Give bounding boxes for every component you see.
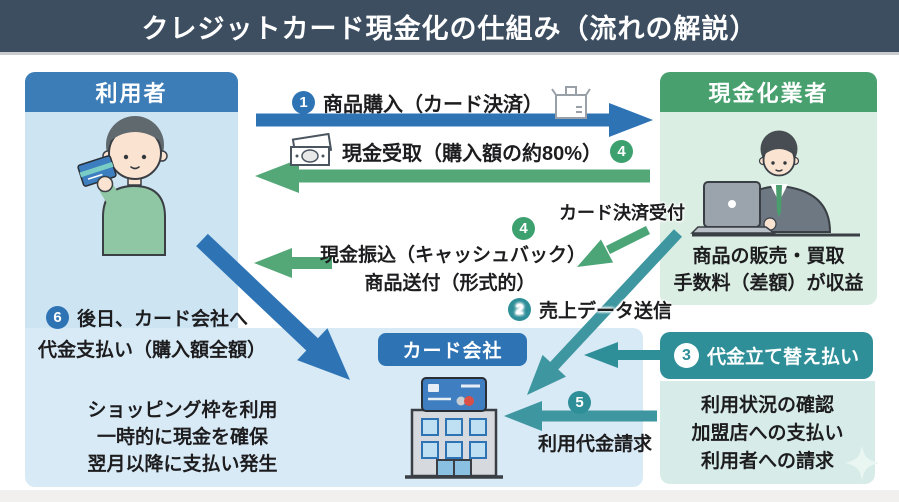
vendor-panel-title: 現金化業者	[708, 81, 829, 106]
arrow-step4-cash-receive	[255, 159, 650, 193]
user-illustration	[77, 116, 168, 256]
arrow-card-accept	[577, 225, 651, 267]
arrow-step4-cash-transfer	[254, 248, 332, 278]
user-summary: ショッピング枠を利用 一時的に現金を確保 翌月以降に支払い発生	[40, 397, 325, 478]
step2-circle: 2	[508, 298, 531, 321]
step3-circle: 3	[673, 343, 699, 368]
arrow-step2-sales-data	[527, 229, 683, 395]
arrow-step6-payment	[196, 233, 350, 380]
title-bar: クレジットカード現金化の仕組み（流れの解説）	[0, 0, 899, 55]
step4a-label: 現金受取（購入額の約80%）	[342, 142, 603, 165]
user-panel-header: 利用者	[25, 72, 238, 112]
step1-label: 商品購入（カード決済）	[323, 93, 543, 116]
step6-circle: 6	[46, 306, 69, 329]
step4a-circle: 4	[610, 139, 634, 163]
vendor-panel-header: 現金化業者	[660, 72, 877, 112]
user-summary-line: 翌月以降に支払い発生	[87, 454, 278, 475]
arrow-step1-purchase	[256, 103, 653, 137]
card-company-box: カード会社	[378, 333, 527, 366]
bottom-margin-strip	[0, 490, 899, 502]
building-illustration	[405, 377, 503, 479]
flow-step6: 6 後日、カード会社へ	[46, 304, 248, 331]
step1-circle: 1	[292, 90, 315, 114]
card-accept-label: カード決済受付	[559, 203, 685, 223]
step4b-label-line2: 商品送付（形式的）	[364, 273, 536, 294]
vendor-revenue: 商品の販売・買取 手数料（差額）が収益	[662, 243, 875, 297]
step5-circle: 5	[568, 391, 591, 414]
step3-label: 代金立て替え払い	[706, 347, 859, 368]
step2-label: 売上データ送信	[539, 301, 673, 322]
vendor-task-line: 利用者への請求	[700, 451, 834, 472]
vendor-tasks: 利用状況の確認 加盟店への支払い 利用者への請求	[660, 392, 875, 476]
user-panel: 利用者	[25, 72, 238, 330]
step4b-circle: 4	[512, 217, 535, 240]
vendor-revenue-line1: 商品の販売・買取	[692, 246, 845, 267]
arrow-step5-billing	[504, 401, 657, 431]
package-icon	[551, 86, 591, 119]
step4b-label-line1: 現金振込（キャッシュバック）	[320, 245, 587, 266]
flow-step3-box: 3 代金立て替え払い	[660, 332, 873, 379]
flow-step4-cash-receive: 現金受取（購入額の約80%） 4	[288, 133, 634, 169]
money-icon	[290, 133, 333, 166]
step5-label: 利用代金請求	[537, 434, 652, 455]
sparkle-icon	[845, 445, 879, 481]
step6-label-line2: 代金支払い（購入額全額）	[38, 340, 267, 361]
vendor-revenue-line2: 手数料（差額）が収益	[673, 273, 864, 294]
vendor-illustration	[690, 130, 860, 237]
vendor-tasks-panel	[660, 381, 875, 484]
user-panel-title: 利用者	[95, 81, 168, 106]
arrow-step3-advance-pay	[584, 342, 662, 368]
user-summary-line: 一時的に現金を確保	[96, 427, 268, 448]
flow-step2: 2 売上データ送信	[508, 296, 672, 323]
card-company-label: カード会社	[402, 341, 503, 362]
flow-step1: 1 商品購入（カード決済）	[292, 82, 591, 122]
user-summary-line: ショッピング枠を利用	[87, 400, 278, 421]
vendor-task-line: 加盟店への支払い	[691, 423, 844, 444]
step6-label-line1: 後日、カード会社へ	[77, 309, 249, 330]
page-title: クレジットカード現金化の仕組み（流れの解説）	[141, 13, 758, 44]
vendor-task-line: 利用状況の確認	[700, 395, 834, 416]
